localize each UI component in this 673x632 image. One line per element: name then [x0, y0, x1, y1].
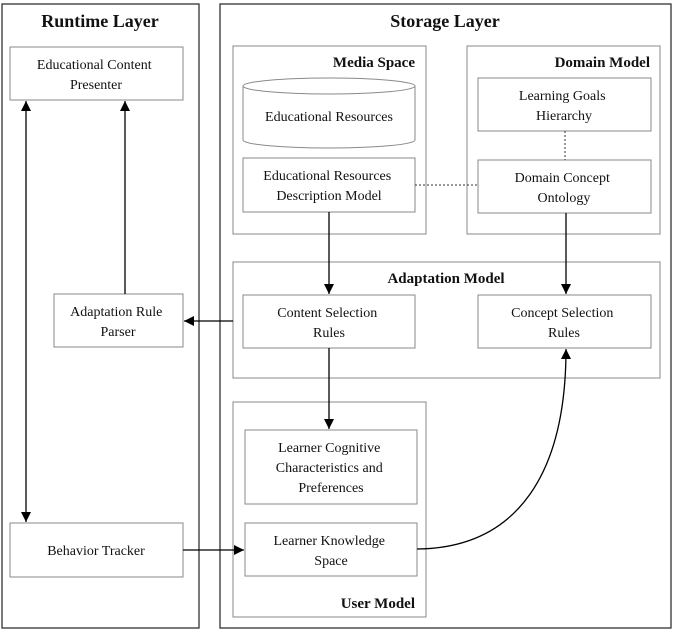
educational-resources-label: Educational Resources — [265, 110, 393, 125]
learner-knowledge-space-label: Learner Knowledge Space — [273, 534, 388, 569]
knowledge-to-concept-rules-arrow — [416, 348, 571, 550]
content-selection-rules-label: Content Selection Rules — [277, 306, 380, 341]
domain-concept-ontology-label: Domain Concept Ontology — [515, 171, 614, 206]
user-model-title: User Model — [341, 596, 415, 612]
concept-selection-rules-box — [477, 294, 652, 349]
learner-knowledge-space-box — [244, 522, 418, 577]
educational-resources-description-model-label: Educational Resources Description Model — [263, 169, 394, 204]
learner-cognitive-characteristics-box — [244, 429, 418, 505]
media-space-title: Media Space — [333, 55, 415, 71]
educational-content-presenter-label: Educational Content Presenter — [37, 58, 155, 93]
behavior-tracker-label: Behavior Tracker — [47, 544, 145, 559]
educational-resources-database — [242, 77, 416, 149]
adaptation-rule-parser-box — [53, 293, 184, 348]
runtime-layer-title: Runtime Layer — [41, 11, 158, 31]
adaptation-model-title: Adaptation Model — [387, 271, 504, 287]
adaptation-rule-parser-label: Adaptation Rule Parser — [70, 305, 166, 340]
educational-content-presenter-box — [9, 46, 184, 101]
content-selection-rules-box — [242, 294, 416, 349]
concept-selection-rules-label: Concept Selection Rules — [511, 306, 617, 341]
domain-concept-ontology-box — [477, 159, 652, 214]
educational-resources-description-model-box — [242, 157, 416, 213]
learner-cognitive-characteristics-label: Learner Cognitive Characteristics and Pr… — [276, 441, 386, 496]
learning-goals-hierarchy-box — [477, 77, 652, 132]
domain-model-title: Domain Model — [555, 55, 650, 71]
learning-goals-hierarchy-label: Learning Goals Hierarchy — [519, 89, 609, 124]
storage-layer-title: Storage Layer — [390, 11, 499, 31]
